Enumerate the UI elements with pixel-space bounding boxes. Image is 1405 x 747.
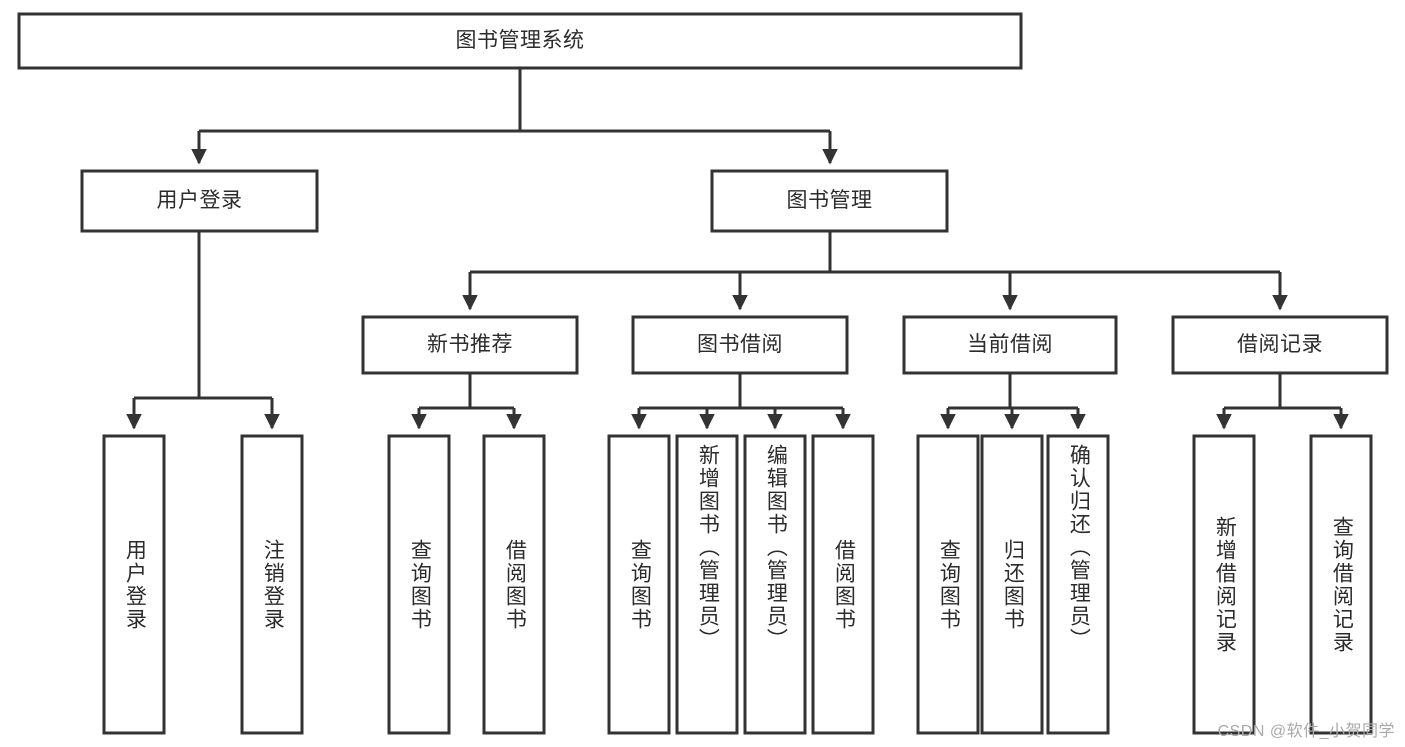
- node-box-user-login[interactable]: [80, 169, 319, 233]
- node-box-leaf-current-1[interactable]: [916, 434, 980, 735]
- node-box-leaf-borrow-3[interactable]: [743, 434, 807, 735]
- node-box-leaf-recommend-2[interactable]: [482, 434, 546, 735]
- csdn-watermark: CSDN @软件_小贺同学: [1217, 723, 1395, 740]
- node-box-current-borrow[interactable]: [902, 315, 1118, 375]
- node-box-leaf-borrow-2[interactable]: [675, 434, 739, 735]
- node-box-leaf-borrow-1[interactable]: [607, 434, 671, 735]
- node-box-leaf-borrow-4[interactable]: [811, 434, 875, 735]
- node-box-leaf-recommend-1[interactable]: [387, 434, 451, 735]
- node-box-leaf-current-2[interactable]: [980, 434, 1044, 735]
- node-box-book-management[interactable]: [710, 169, 949, 233]
- node-box-leaf-current-3[interactable]: [1046, 434, 1110, 735]
- node-box-book-borrow[interactable]: [631, 315, 849, 375]
- node-box-root[interactable]: [17, 12, 1023, 70]
- node-box-leaf-user-login-2[interactable]: [240, 434, 304, 735]
- node-box-borrow-record[interactable]: [1171, 315, 1389, 375]
- node-box-leaf-record-2[interactable]: [1309, 434, 1373, 735]
- node-box-leaf-user-login-1[interactable]: [102, 434, 166, 735]
- node-box-new-book-recommend[interactable]: [361, 315, 579, 375]
- node-box-leaf-record-1[interactable]: [1192, 434, 1256, 735]
